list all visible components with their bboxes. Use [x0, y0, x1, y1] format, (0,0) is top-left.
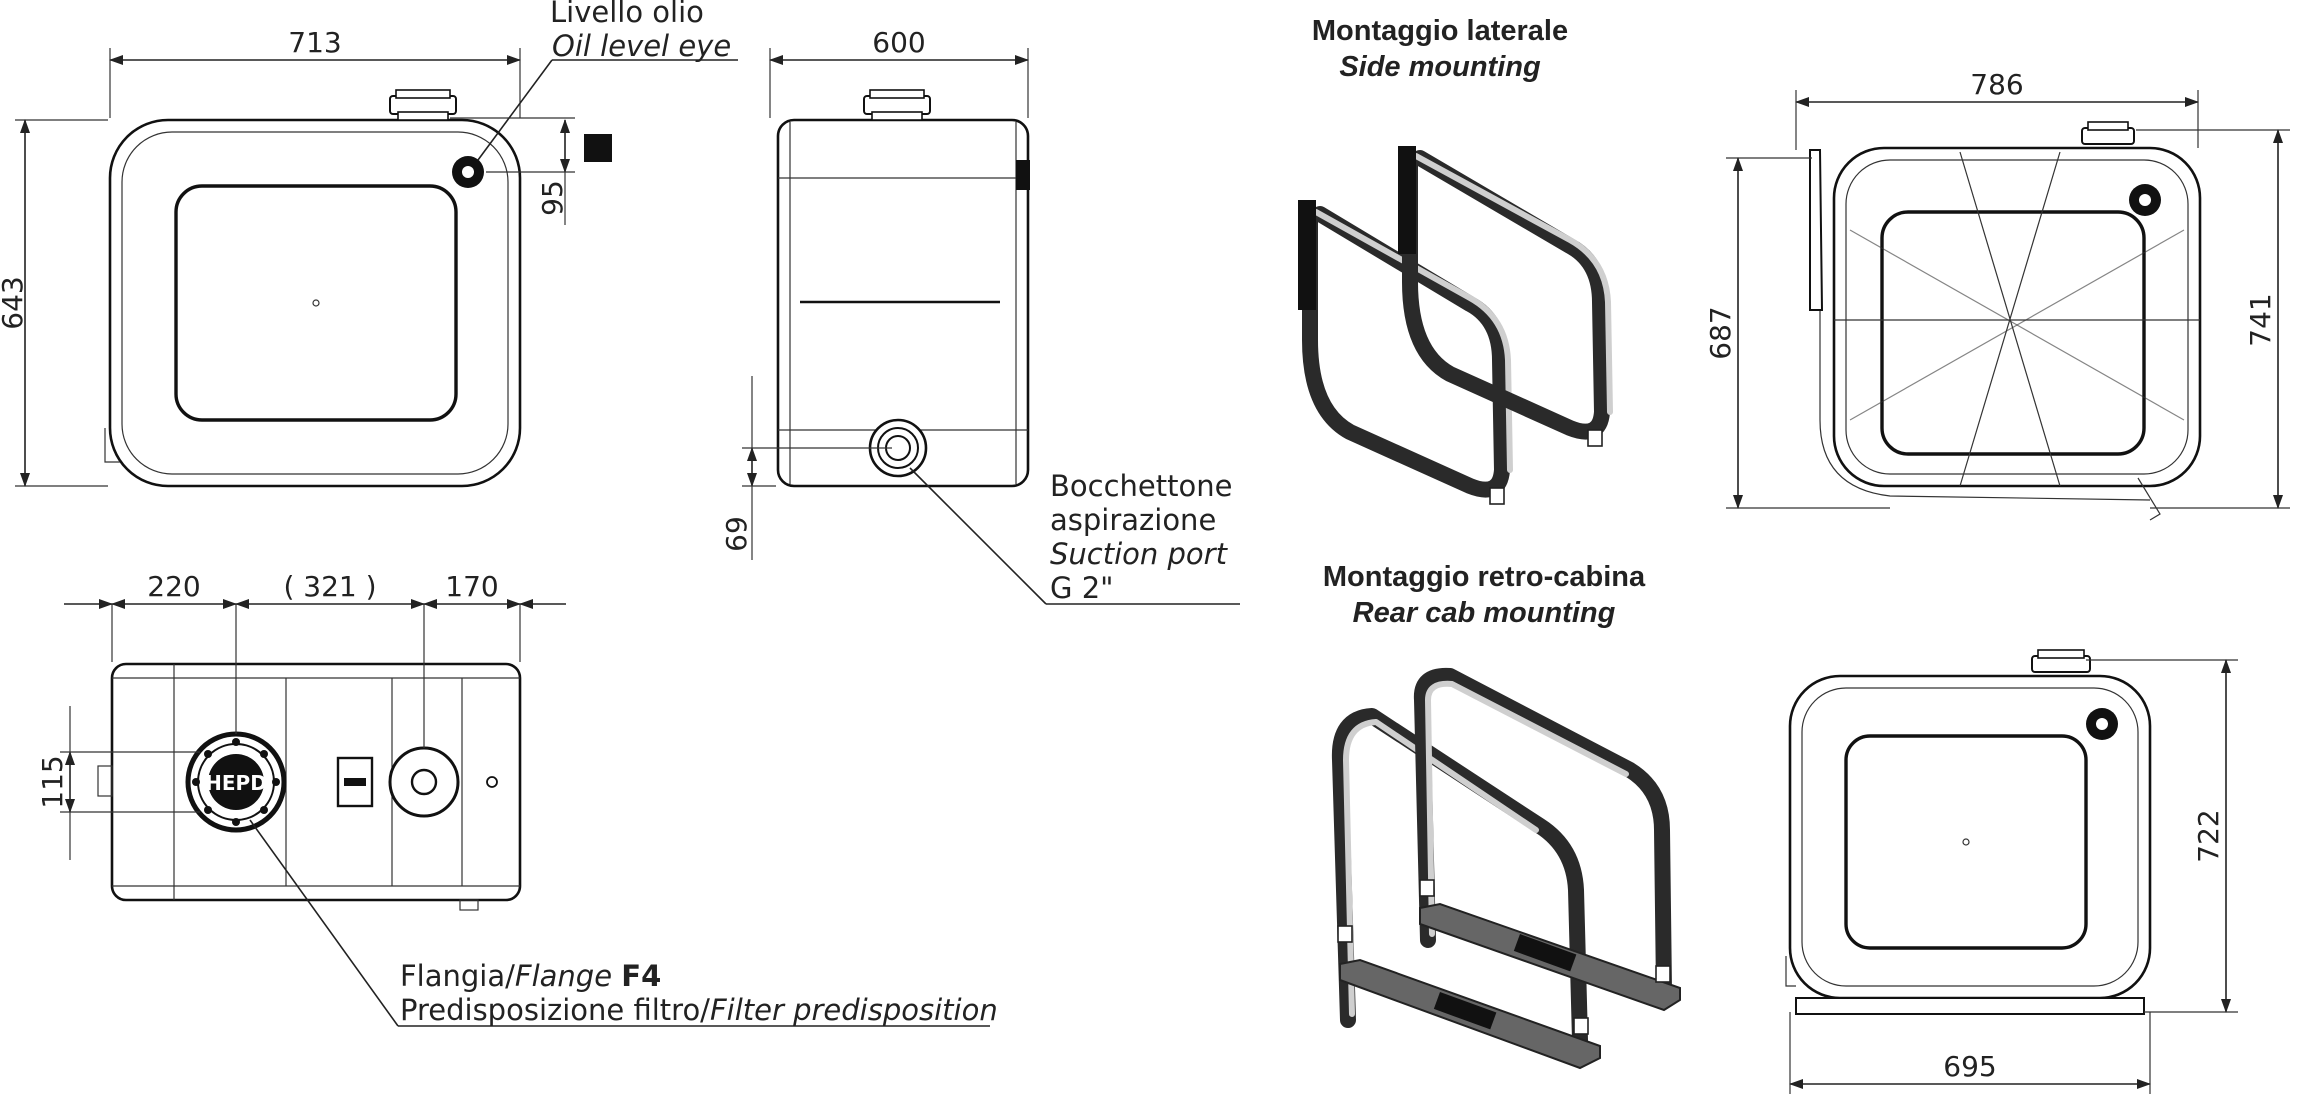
front-tank-edge	[121, 131, 509, 475]
front-view: 713 643 95 Livello olio Oil level eye	[0, 0, 738, 488]
dim-top-middle: ( 321 )	[283, 570, 376, 603]
side-filler-cap-icon	[863, 89, 931, 121]
title-side-mount-it: Montaggio laterale	[1312, 15, 1568, 47]
front-tank-body	[108, 118, 522, 488]
square-marker-icon	[584, 134, 612, 162]
title-side-mount-en: Side mounting	[1339, 51, 1541, 83]
label-suction-it-1: Bocchettone	[1050, 469, 1232, 503]
suction-port-icon	[868, 418, 928, 478]
dim-top-flange-offset: 115	[36, 755, 69, 808]
dim-side-mount-width: 786	[1970, 68, 2023, 101]
flange-f4-icon: HEPD	[185, 731, 287, 833]
dim-rear-mount-width: 695	[1943, 1050, 1996, 1083]
dim-top-left: 220	[147, 570, 200, 603]
flange-logo: HEPD	[205, 771, 267, 795]
rear-mount-tank	[1785, 649, 2152, 1015]
dim-side-depth: 600	[872, 26, 925, 59]
svg-text:Predisposizione filtro/Filter: Predisposizione filtro/Filter predisposi…	[400, 993, 998, 1027]
dim-side-mount-height-b: 741	[2244, 293, 2277, 346]
dim-side-mount-height-a: 687	[1704, 306, 1737, 359]
svg-text:Flangia/Flange F4: Flangia/Flange F4	[400, 959, 661, 993]
dim-front-width: 713	[288, 26, 341, 59]
dim-suction-height: 69	[720, 516, 753, 552]
top-view: HEPD 220 ( 321 ) 170 115 Flangia/Flange …	[36, 570, 998, 1027]
rear-mount-brackets	[1331, 667, 1681, 1070]
label-filter-en: Filter predisposition	[710, 993, 998, 1027]
filler-cap-icon	[389, 89, 457, 121]
label-suction-thread: G 2"	[1050, 571, 1113, 605]
side-mount-tank	[1809, 121, 2202, 521]
dim-oil-eye-offset: 95	[536, 180, 569, 216]
label-oil-level-it: Livello olio	[550, 0, 704, 29]
title-rear-mount-en: Rear cab mounting	[1353, 597, 1616, 629]
dim-front-height: 643	[0, 276, 29, 329]
label-suction-en: Suction port	[1050, 537, 1229, 571]
label-oil-level-en: Oil level eye	[552, 29, 731, 63]
label-flange-code: F4	[621, 959, 661, 993]
label-flange-en: Flange	[515, 959, 612, 993]
side-mount-brackets	[1298, 146, 1613, 505]
rear-mounting-section: Montaggio retro-cabina Rear cab mounting	[1323, 561, 2238, 1094]
front-panel-recess	[174, 184, 458, 422]
label-filter-it: Predisposizione filtro/	[400, 993, 710, 1027]
dim-top-right: 170	[445, 570, 498, 603]
side-view: 600 69 Bocchettone aspirazione Suction p…	[720, 26, 1240, 605]
side-mounting-section: Montaggio laterale Side mounting	[1298, 15, 2290, 521]
top-filler-cap-icon	[388, 746, 460, 818]
dim-rear-mount-height: 722	[2192, 809, 2225, 862]
label-flange-it: Flangia/	[400, 959, 515, 993]
title-rear-mount-it: Montaggio retro-cabina	[1323, 561, 1646, 593]
label-suction-it-2: aspirazione	[1050, 503, 1216, 537]
